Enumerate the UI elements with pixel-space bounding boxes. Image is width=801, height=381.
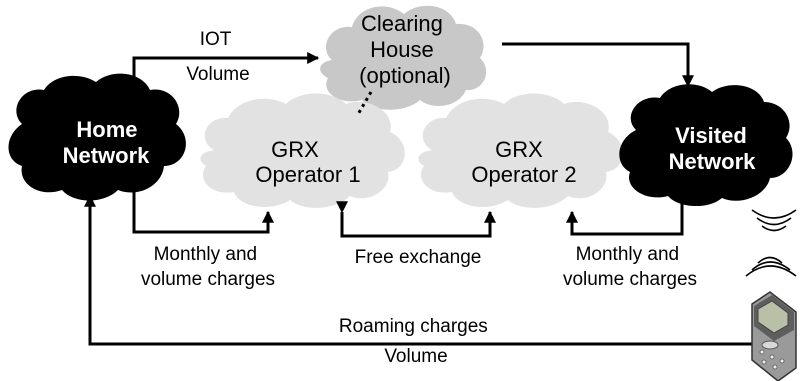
visited-to-grx2-label: Monthly and volume charges [563,244,697,290]
home-to-grx1-arrow [132,192,274,234]
clearing-house-label: Clearing House (optional) [359,11,451,88]
clearing-to-visited-arrow [502,42,694,88]
grx-operator-1-cloud: GRX Operator 1 [200,93,405,208]
grx-exchange-arrow [336,201,496,238]
grx-operator-2-label: GRX Operator 2 [471,137,576,187]
phone-to-home-label: Roaming charges Volume [339,316,493,367]
grx-operator-2-cloud: GRX Operator 2 [418,93,623,208]
signal-waves-icon [745,209,797,277]
home-to-clearing-label: IOT Volume [186,29,249,85]
home-to-clearing-arrow [132,52,320,80]
clearing-house-link [355,91,373,117]
visited-network-label: Visited Network [669,123,757,174]
grx-exchange-label: Free exchange [355,247,482,268]
home-network-label: Home Network [63,117,151,168]
clearing-house-cloud: Clearing House (optional) [320,5,487,110]
phone-icon [751,291,797,381]
visited-to-grx2-arrow [566,192,684,236]
home-to-grx1-label: Monthly and volume charges [141,244,275,290]
visited-network-cloud: Visited Network [619,84,793,207]
home-network-cloud: Home Network [8,73,186,201]
grx-operator-1-label: GRX Operator 1 [255,137,360,187]
phone-to-home-arrow [84,194,752,346]
